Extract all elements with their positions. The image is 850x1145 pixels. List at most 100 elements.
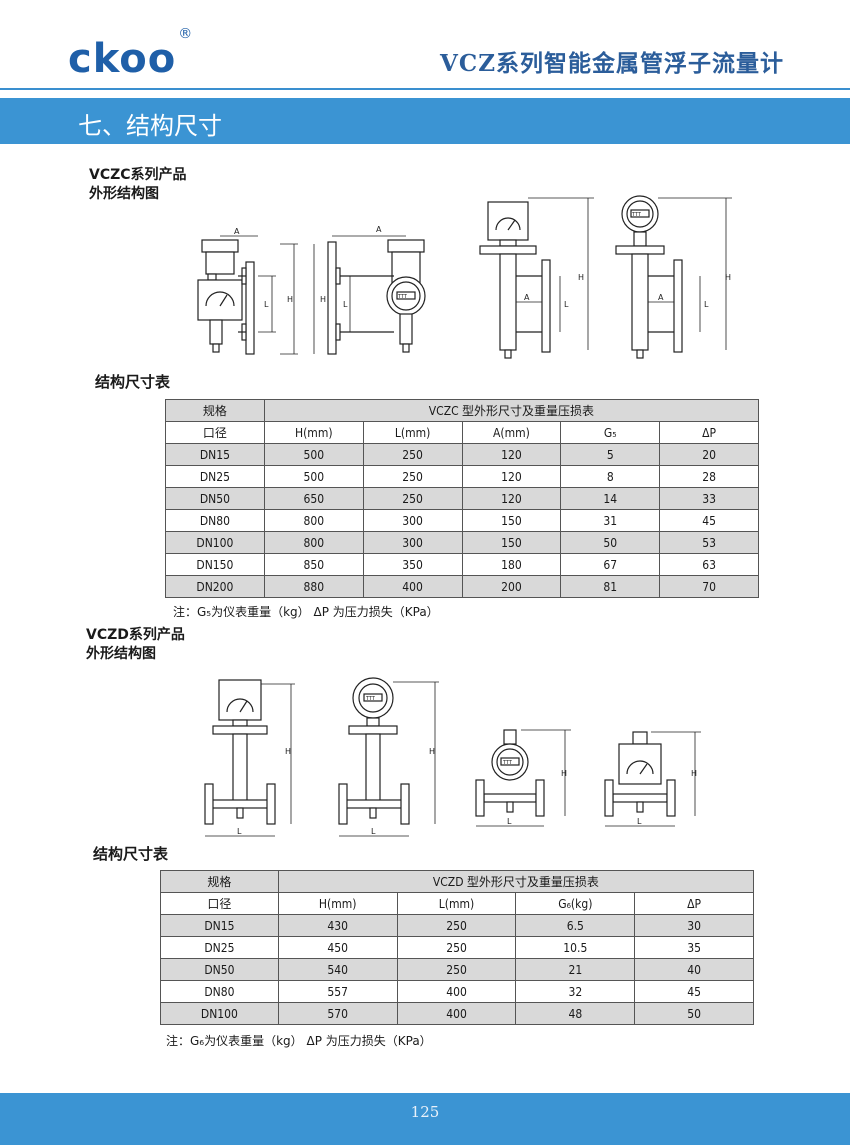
table-cell: DN15	[165, 443, 265, 466]
table-cell: 45	[634, 980, 754, 1003]
table-cell: 32	[515, 980, 636, 1003]
vczc-label-h-4: H	[725, 273, 731, 282]
column-header: G₅	[560, 421, 661, 444]
vczd-display-3: TTT	[502, 760, 513, 766]
column-header: A(mm)	[461, 421, 562, 444]
table-columns-row: 口径 H(mm) L(mm) G₆(kg) ΔP	[160, 892, 754, 915]
vczc-label-l-4: L	[704, 300, 709, 309]
table-row: DN150 850 350 180 67 63	[165, 553, 759, 576]
table-cell: 30	[634, 914, 754, 937]
vczc-label-h-2: H	[320, 295, 326, 304]
table-cell: DN100	[165, 531, 265, 554]
vczd-label-h-4: H	[691, 769, 697, 778]
table-cell: 650	[263, 487, 364, 510]
vczc-label-a-2: A	[376, 225, 382, 234]
table-cell: DN25	[160, 936, 279, 959]
table-row: DN80 800 300 150 31 45	[165, 509, 759, 532]
table-cell: 150	[461, 509, 562, 532]
table-cell: 300	[362, 509, 463, 532]
table-cell: 120	[461, 443, 562, 466]
vczd-label-h-2: H	[429, 747, 435, 756]
table-cell: 50	[560, 531, 661, 554]
table-row: DN50 650 250 120 14 33	[165, 487, 759, 510]
table-cell: DN80	[160, 980, 279, 1003]
table-cell: 557	[277, 980, 398, 1003]
table-cell: DN50	[160, 958, 279, 981]
vczc-caption-line1: VCZC系列产品	[89, 167, 187, 183]
table-cell: 63	[659, 553, 759, 576]
vczc-table-heading: 结构尺寸表	[95, 373, 171, 391]
vczd-label-l-2: L	[371, 827, 376, 836]
table-cell: DN25	[165, 465, 265, 488]
vczd-table-heading: 结构尺寸表	[93, 845, 169, 863]
vczc-drawing-3	[479, 197, 594, 359]
table-cell: 800	[263, 531, 364, 554]
vczd-label-h-3: H	[561, 769, 567, 778]
table-cell: 570	[277, 1002, 398, 1025]
vczd-caption: VCZD系列产品 外形结构图	[86, 626, 185, 664]
table-cell: DN50	[165, 487, 265, 510]
table-cell: 67	[560, 553, 661, 576]
table-cell: 50	[634, 1002, 754, 1025]
vczc-outline-drawings: A L H A L H TTT A L H A L H TTT	[197, 195, 732, 359]
column-header: ΔP	[634, 892, 754, 915]
table-cell: 20	[659, 443, 759, 466]
vczd-label-l-1: L	[237, 827, 242, 836]
table-cell: 800	[263, 509, 364, 532]
table-cell: DN200	[165, 575, 265, 598]
column-header: G₆(kg)	[515, 892, 636, 915]
table-row: DN50 540 250 21 40	[160, 958, 754, 981]
table-cell: 350	[362, 553, 463, 576]
table-cell: 81	[560, 575, 661, 598]
table-cell: 300	[362, 531, 463, 554]
table-row: DN15 430 250 6.5 30	[160, 914, 754, 937]
column-header: H(mm)	[277, 892, 398, 915]
vczc-label-h-1: H	[287, 295, 293, 304]
table-cell: 540	[277, 958, 398, 981]
vczc-label-a-3: A	[524, 293, 530, 302]
table-cell: 53	[659, 531, 759, 554]
table-cell: 120	[461, 487, 562, 510]
column-header: 口径	[160, 892, 279, 915]
vczd-dimension-table: 规格 VCZD 型外形尺寸及重量压损表 口径 H(mm) L(mm) G₆(kg…	[160, 870, 755, 1025]
vczc-drawing-1	[197, 235, 298, 355]
table-cell: 150	[461, 531, 562, 554]
vczd-display-2: TTT	[365, 696, 376, 702]
vczd-drawing-4	[604, 731, 701, 827]
table-cell: 14	[560, 487, 661, 510]
table-row: DN80 557 400 32 45	[160, 980, 754, 1003]
registered-mark: ®	[178, 25, 194, 42]
table-row: DN25 450 250 10.5 35	[160, 936, 754, 959]
table-cell: 880	[263, 575, 364, 598]
table-cell: 450	[277, 936, 398, 959]
table-cell: 430	[277, 914, 398, 937]
vczd-table-note: 注：G₆为仪表重量（kg） ΔP 为压力损失（KPa）	[166, 1034, 432, 1048]
table-row: DN15 500 250 120 5 20	[165, 443, 759, 466]
table-row: DN100 570 400 48 50	[160, 1002, 754, 1025]
vczc-drawing-4	[615, 195, 732, 359]
table-cell: DN80	[165, 509, 265, 532]
table-cell: 400	[396, 980, 517, 1003]
vczc-table-note: 注：G₅为仪表重量（kg） ΔP 为压力损失（KPa）	[173, 605, 439, 619]
document-title: VCZ系列智能金属管浮子流量计	[440, 50, 784, 77]
page-number: 125	[410, 1103, 440, 1121]
vczc-label-l-2: L	[343, 300, 348, 309]
table-cell: DN150	[165, 553, 265, 576]
table-cell: 250	[396, 936, 517, 959]
table-group-title: VCZC 型外形尺寸及重量压损表	[263, 399, 760, 422]
table-cell: 33	[659, 487, 759, 510]
footer-band: 125	[0, 1093, 850, 1145]
table-cell: 400	[362, 575, 463, 598]
table-columns-row: 口径 H(mm) L(mm) A(mm) G₅ ΔP	[165, 421, 759, 444]
table-cell: DN15	[160, 914, 279, 937]
vczc-display-2: TTT	[397, 294, 408, 300]
table-cell: DN100	[160, 1002, 279, 1025]
vczc-label-a-4: A	[658, 293, 664, 302]
section-band: 七、结构尺寸	[0, 98, 850, 144]
vczd-caption-line2: 外形结构图	[86, 646, 156, 662]
table-header-row: 规格 VCZC 型外形尺寸及重量压损表	[165, 399, 760, 422]
table-cell: 10.5	[515, 936, 636, 959]
vczd-drawing-2	[338, 677, 439, 837]
table-row: DN25 500 250 120 8 28	[165, 465, 759, 488]
table-row: DN200 880 400 200 81 70	[165, 575, 759, 598]
